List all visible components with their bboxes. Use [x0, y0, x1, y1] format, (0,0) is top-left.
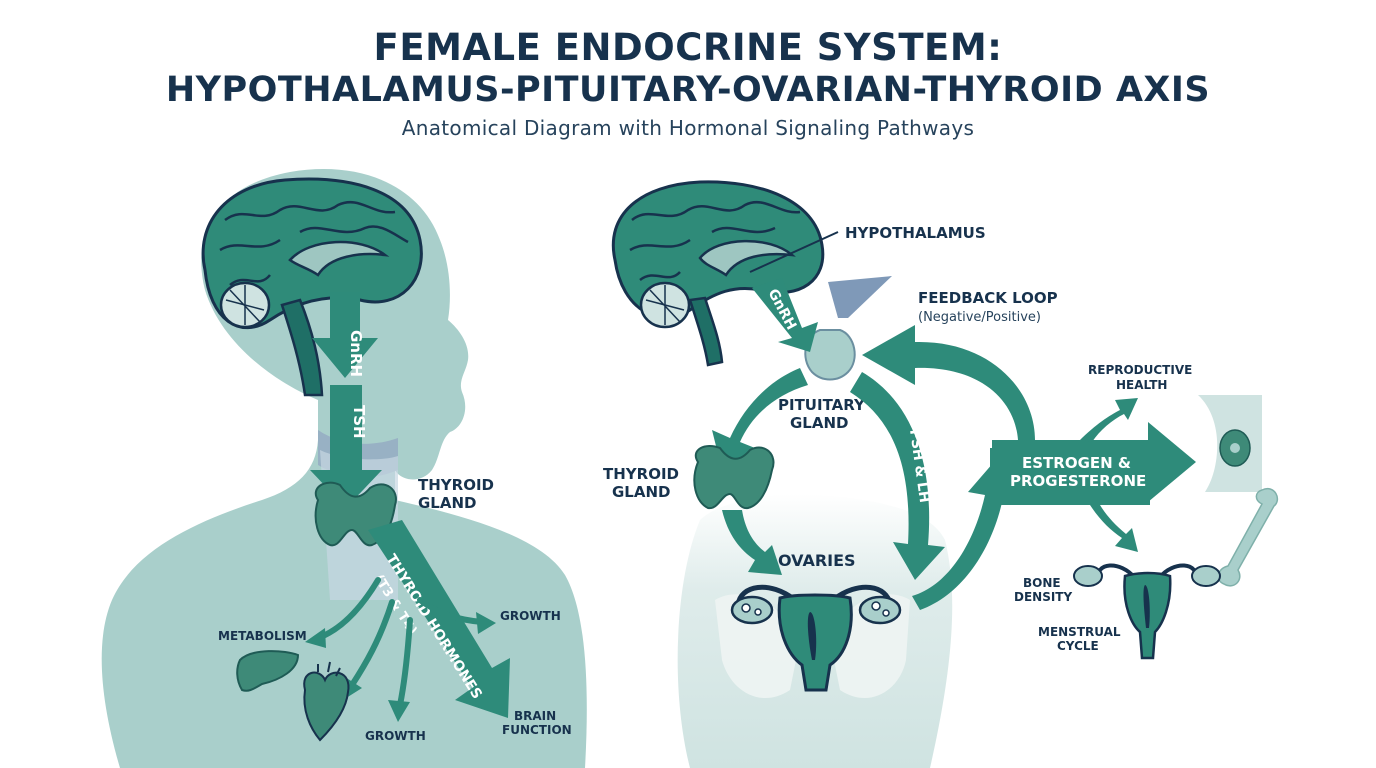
- right-brain: [611, 180, 825, 367]
- brain-function-label-1: BRAIN: [514, 709, 556, 723]
- left-thyroid-label-2: GLAND: [418, 494, 476, 512]
- reproductive-label-2: HEALTH: [1116, 378, 1167, 392]
- bone-density-label-2: DENSITY: [1014, 590, 1072, 604]
- uterus-center: [730, 584, 902, 692]
- left-panel: GnRH TSH THYROID HORMONES (T3 & T4): [101, 169, 587, 768]
- right-thyroid-gland: [693, 444, 775, 510]
- estrogen-branch-down: [1090, 505, 1138, 552]
- subtitle: Anatomical Diagram with Hormonal Signali…: [401, 116, 975, 140]
- growth-bottom-label: GROWTH: [365, 729, 426, 743]
- left-tsh-label: TSH: [350, 405, 368, 439]
- right-panel: HYPOTHALAMUS GnRH FEEDBACK LOOP (Negativ…: [603, 180, 1279, 768]
- fsh-lh-arrow: [850, 372, 945, 580]
- feedback-loop-sublabel: (Negative/Positive): [918, 310, 1041, 325]
- right-thyroid-label-2: GLAND: [612, 483, 670, 501]
- menstrual-label-1: MENSTRUAL: [1038, 625, 1121, 639]
- feedback-loop-arrow: [862, 325, 1035, 440]
- left-thyroid-label-1: THYROID: [418, 476, 494, 494]
- right-thyroid-label-1: THYROID: [603, 465, 679, 483]
- thyroid-to-ovaries-arrow: [722, 510, 782, 575]
- estrogen-label-1: ESTROGEN &: [1022, 454, 1131, 472]
- right-tsh-arrow: [712, 368, 808, 470]
- ovaries-label: OVARIES: [778, 551, 856, 570]
- left-gnrh-label: GnRH: [347, 330, 365, 377]
- title-line-1: FEMALE ENDOCRINE SYSTEM:: [373, 26, 1003, 69]
- breast-icon: [1198, 395, 1262, 492]
- right-gnrh-arrow: [752, 278, 818, 352]
- estrogen-label-2: PROGESTERONE: [1010, 472, 1146, 490]
- thyroid-hormones-arrow: [368, 520, 510, 718]
- heart-icon: [303, 671, 350, 742]
- hypothalamus-pointer: [749, 231, 839, 273]
- bone-density-label-1: BONE: [1023, 576, 1061, 590]
- left-gnrh-arrow: [312, 292, 378, 378]
- menstrual-label-2: CYCLE: [1057, 639, 1099, 653]
- liver-icon: [236, 650, 300, 692]
- hypothalamus-label: HYPOTHALAMUS: [845, 224, 986, 242]
- pituitary-label-2: GLAND: [790, 414, 848, 432]
- pituitary-label-1: PITUITARY: [778, 396, 866, 414]
- left-tsh-arrow: [310, 385, 382, 508]
- estrogen-branch-up: [1080, 398, 1138, 442]
- left-brain: [201, 177, 423, 397]
- pituitary-stalk: [828, 276, 892, 318]
- growth-right-label: GROWTH: [500, 609, 561, 623]
- reproductive-label-1: REPRODUCTIVE: [1088, 363, 1192, 377]
- uterus-small: [1073, 563, 1221, 660]
- title-line-2: HYPOTHALAMUS-PITUITARY-OVARIAN-THYROID A…: [165, 70, 1211, 110]
- metabolism-label: METABOLISM: [218, 629, 307, 643]
- estrogen-arrow-body: [992, 440, 1150, 505]
- bone-icon: [1217, 487, 1279, 587]
- feedback-loop-label: FEEDBACK LOOP: [918, 289, 1058, 307]
- brain-function-label-2: FUNCTION: [502, 723, 572, 737]
